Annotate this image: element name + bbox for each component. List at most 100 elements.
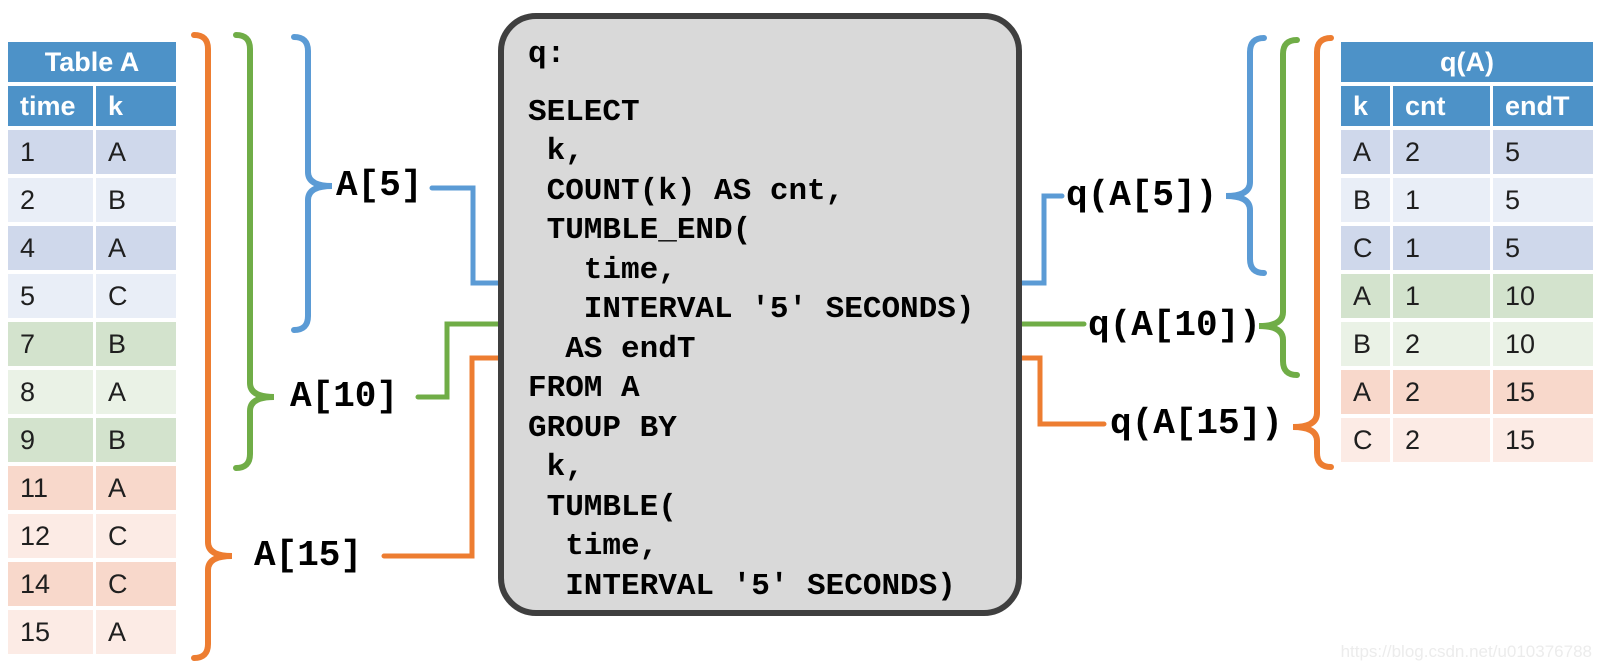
connector-a10 [415,321,503,400]
code-line: TUMBLE( [528,489,677,525]
cell-time: 4 [8,226,93,270]
watermark: https://blog.csdn.net/u010376788 [1340,642,1592,661]
code-line: FROM A [528,371,640,406]
code-line: COUNT(k) AS cnt, [528,173,845,209]
table-row: 7 B [8,322,176,366]
cell-time: 11 [8,466,93,510]
cell-k: A [96,130,176,174]
cell-endt: 15 [1493,418,1593,462]
cell-k: A [1341,274,1390,318]
brace-qa10-icon [1258,37,1300,378]
cell-k: A [96,370,176,414]
cell-k: B [96,178,176,222]
brace-a15-icon [191,32,233,661]
table-row: B 1 5 [1341,178,1593,222]
table-row: 9 B [8,418,176,462]
code-line: k, [528,134,584,169]
code-line: GROUP BY [528,410,677,446]
cell-cnt: 2 [1393,418,1490,462]
column-header-cnt: cnt [1393,86,1490,126]
table-row: A 1 10 [1341,274,1593,318]
cell-k: A [96,610,176,654]
cell-k: A [1341,370,1390,414]
brace-qa15-icon [1292,35,1334,470]
output-label-qa10: q(A[10]) [1088,305,1261,346]
connector-qa15 [1017,355,1107,427]
cell-k: A [96,466,176,510]
window-label-a10: A[10] [290,376,399,417]
cell-k: B [1341,322,1390,366]
cell-time: 14 [8,562,93,606]
table-qa-title: q(A) [1341,42,1593,82]
cell-endt: 15 [1493,370,1593,414]
cell-k: C [96,274,176,318]
code-line: q: [528,37,566,72]
cell-cnt: 2 [1393,322,1490,366]
cell-endt: 5 [1493,226,1593,270]
code-line: k, [528,450,584,485]
code-line [528,75,1016,93]
table-row: 15 A [8,610,176,654]
table-qa-header-row: k cnt endT [1341,86,1593,126]
table-row: 4 A [8,226,176,270]
cell-cnt: 1 [1393,274,1490,318]
cell-k: B [1341,178,1390,222]
cell-cnt: 2 [1393,130,1490,174]
output-label-qa5: q(A[5]) [1066,175,1218,216]
output-label-qa15: q(A[15]) [1110,403,1283,444]
cell-cnt: 1 [1393,178,1490,222]
cell-k: C [1341,226,1390,270]
connector-a5 [429,185,503,286]
code-line: TUMBLE_END( [528,213,752,248]
cell-k: A [1341,130,1390,174]
table-row: 12 C [8,514,176,558]
code-line: time, [528,252,677,288]
cell-time: 9 [8,418,93,462]
cell-time: 2 [8,178,93,222]
column-header-time: time [8,86,93,126]
table-qa: q(A) k cnt endT A 2 5 B 1 5 C 1 5 A 1 10… [1341,42,1593,462]
table-row: 8 A [8,370,176,414]
cell-k: B [96,322,176,366]
cell-time: 7 [8,322,93,366]
cell-cnt: 1 [1393,226,1490,270]
connector-a15 [381,355,503,559]
cell-k: B [96,418,176,462]
window-label-a15: A[15] [254,535,363,576]
query-box: q: SELECT k, COUNT(k) AS cnt, TUMBLE_END… [498,13,1022,616]
table-row: 1 A [8,130,176,174]
cell-k: A [96,226,176,270]
table-row: A 2 5 [1341,130,1593,174]
column-header-k: k [1341,86,1390,126]
table-a: Table A time k 1 A 2 B 4 A 5 C 7 B 8 A 9… [8,42,176,654]
brace-a10-icon [233,32,275,471]
cell-endt: 5 [1493,178,1593,222]
brace-qa5-icon [1225,35,1267,276]
table-row: C 2 15 [1341,418,1593,462]
code-line: SELECT [528,94,640,130]
window-label-a5: A[5] [336,165,423,206]
cell-endt: 5 [1493,130,1593,174]
cell-time: 12 [8,514,93,558]
column-header-endt: endT [1493,86,1593,126]
table-row: 5 C [8,274,176,318]
code-line: AS endT [528,331,696,367]
table-row: 2 B [8,178,176,222]
table-row: 11 A [8,466,176,510]
table-a-title: Table A [8,42,176,82]
cell-time: 15 [8,610,93,654]
cell-time: 5 [8,274,93,318]
table-row: A 2 15 [1341,370,1593,414]
table-row: 14 C [8,562,176,606]
cell-time: 8 [8,370,93,414]
brace-a5-icon [291,34,333,333]
cell-endt: 10 [1493,322,1593,366]
cell-k: C [1341,418,1390,462]
cell-k: C [96,514,176,558]
cell-k: C [96,562,176,606]
table-row: B 2 10 [1341,322,1593,366]
column-header-k: k [96,86,176,126]
table-a-header-row: time k [8,86,176,126]
code-line: INTERVAL '5' SECONDS) [528,292,975,327]
